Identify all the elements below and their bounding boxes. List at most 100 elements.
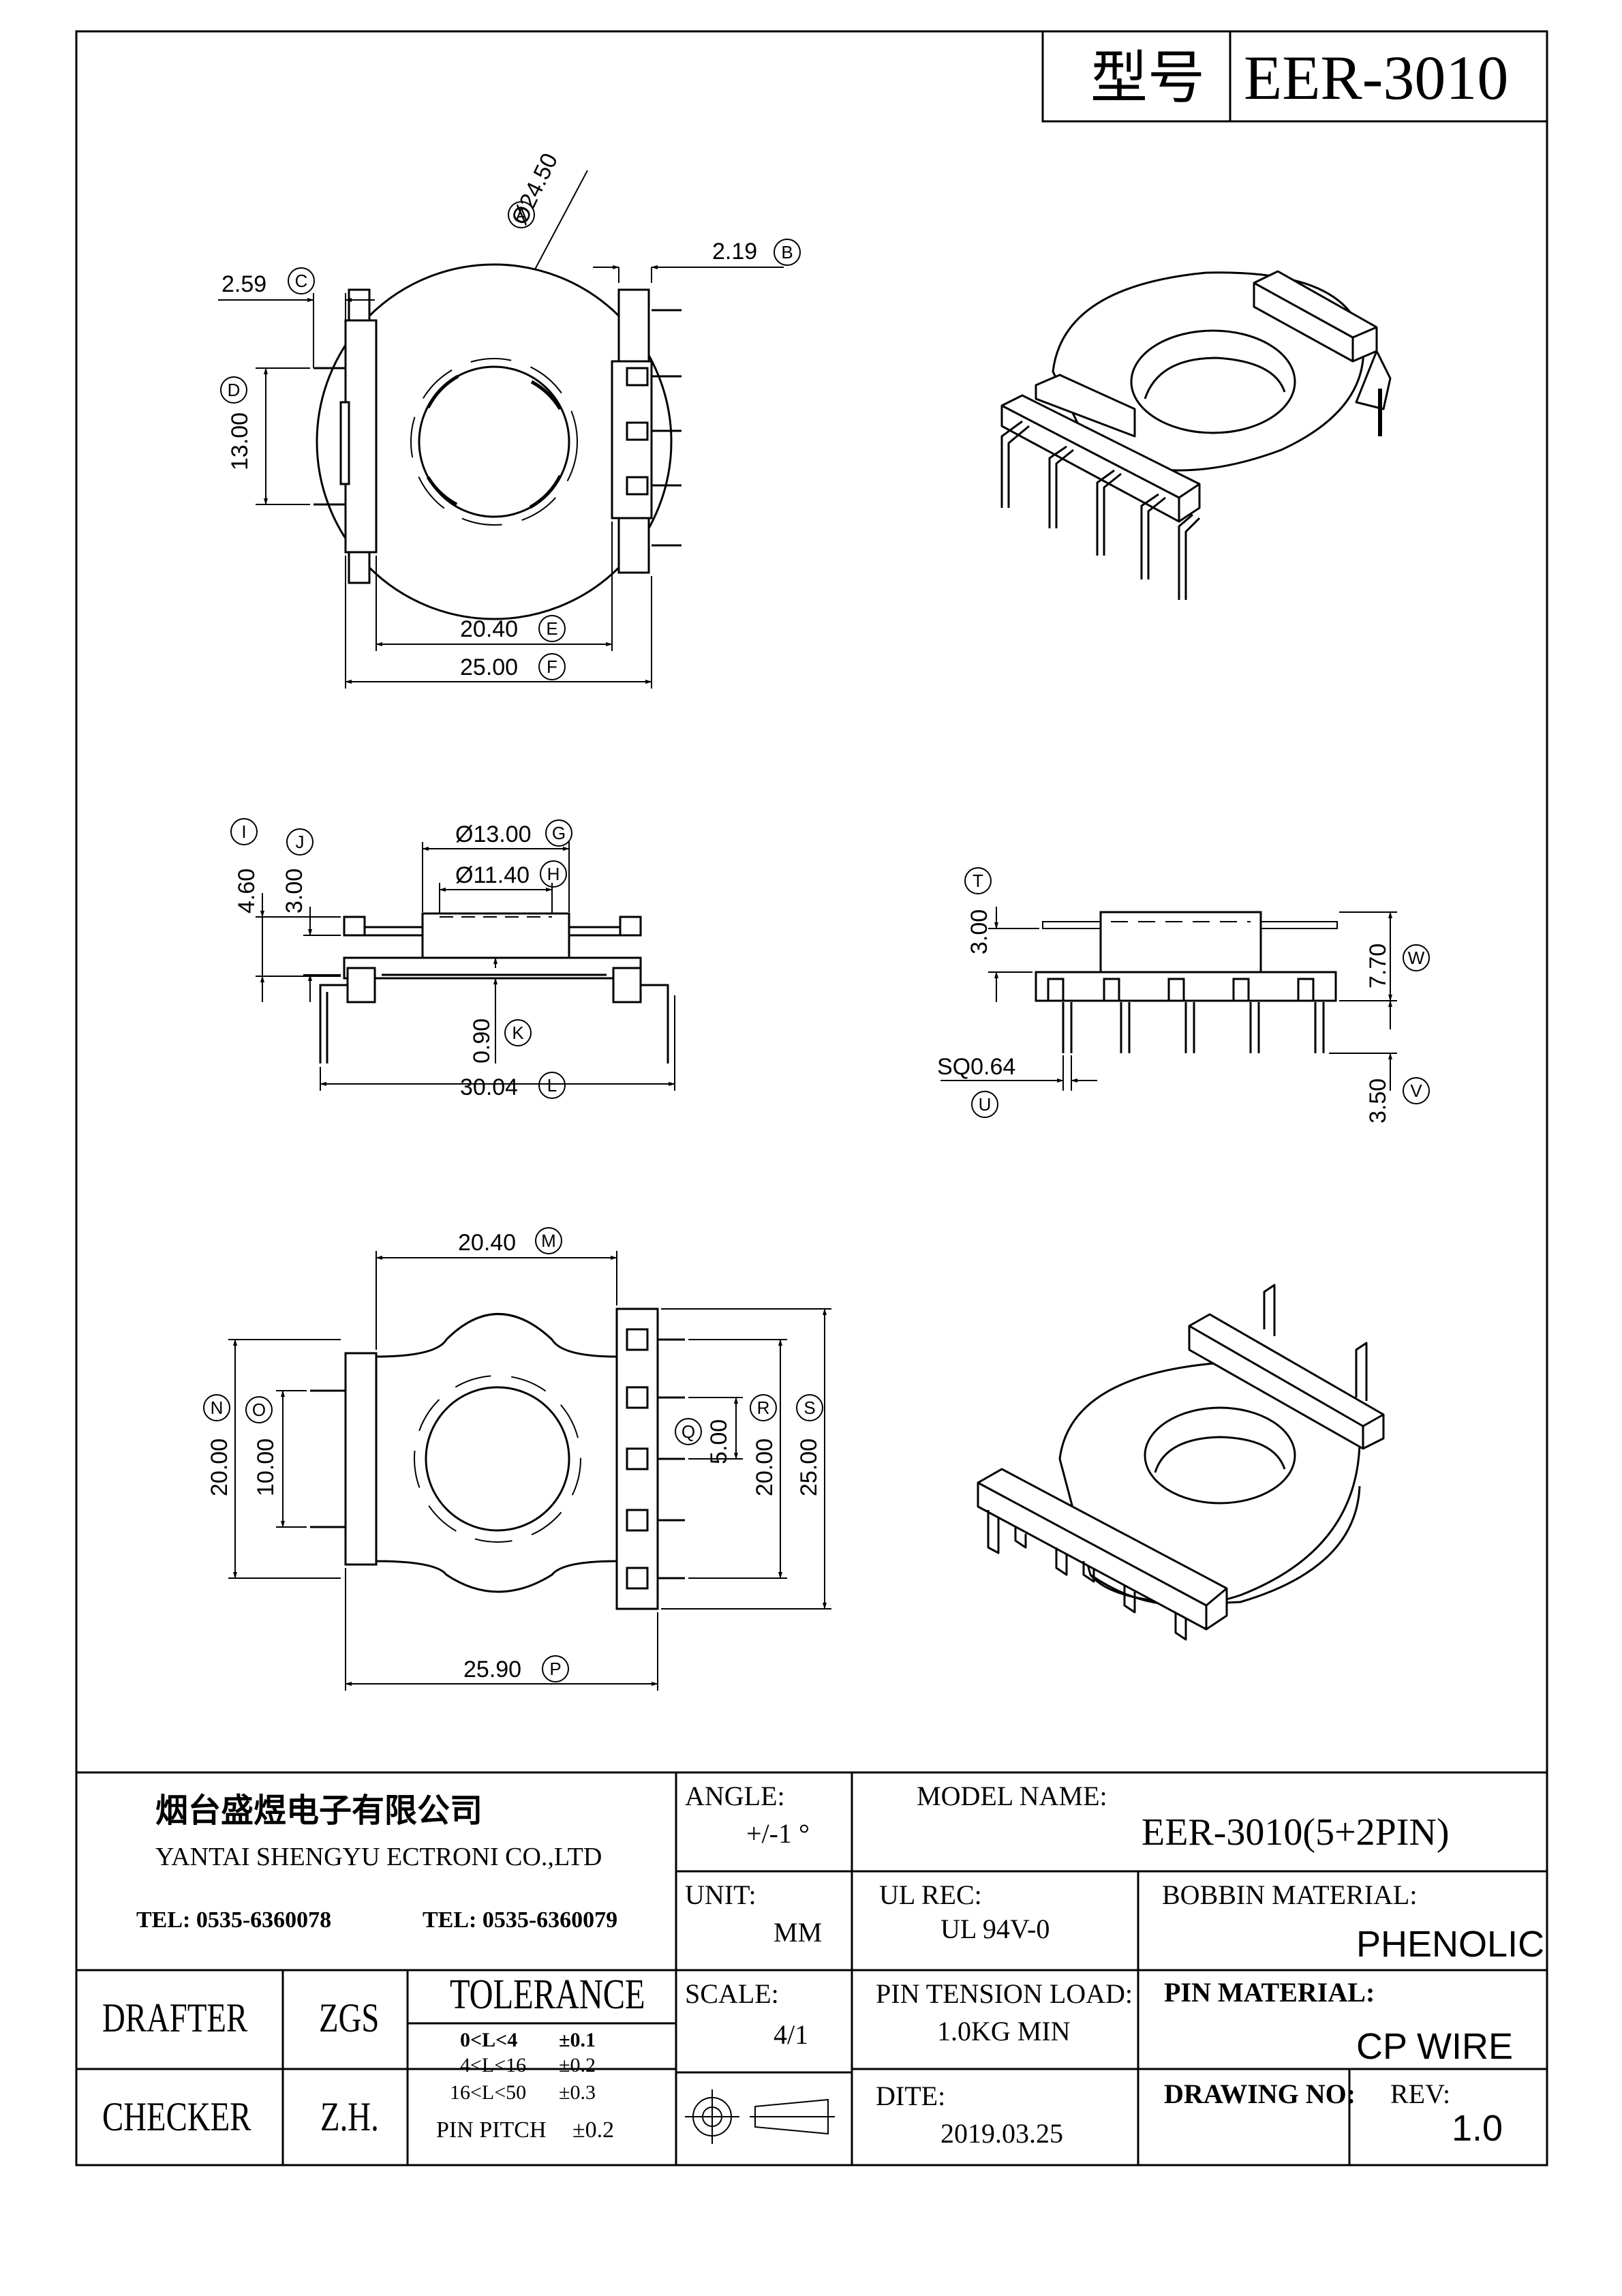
isometric-bottom-back-pins bbox=[1263, 1284, 1368, 1401]
tolerance-label: TOLERANCE bbox=[450, 1972, 645, 2018]
projection-symbol-icon bbox=[685, 2089, 835, 2144]
dim-o-label: 10.00 bbox=[253, 1438, 279, 1496]
dim-r-marker: R bbox=[750, 1394, 777, 1421]
dim-h-label: Ø11.40 bbox=[455, 862, 530, 888]
unit-value: MM bbox=[774, 1917, 823, 1948]
pin-pitch-value: ±0.2 bbox=[572, 2117, 615, 2143]
drafter-label: DRAFTER bbox=[102, 1995, 248, 2040]
dim-c-marker: C bbox=[288, 267, 315, 294]
front-view-dimensions bbox=[940, 907, 1397, 1091]
bobbin-material-label: BOBBIN MATERIAL: bbox=[1162, 1879, 1418, 1910]
dim-p-label: 25.90 bbox=[463, 1657, 522, 1682]
tolerance-range: 4<L<16 bbox=[460, 2054, 527, 2076]
dim-v-label: 3.50 bbox=[1365, 1078, 1391, 1123]
model-name-value: EER-3010(5+2PIN) bbox=[1142, 1811, 1450, 1854]
dim-f-marker: F bbox=[538, 653, 566, 680]
dim-d-label: 13.00 bbox=[227, 412, 253, 470]
side-view bbox=[319, 912, 669, 1063]
dim-l-label: 30.04 bbox=[460, 1074, 519, 1100]
dim-s-label: 25.00 bbox=[796, 1438, 822, 1496]
company-tel-2: TEL: 0535-6360079 bbox=[423, 1907, 618, 1933]
angle-value: +/-1 ° bbox=[746, 1818, 810, 1849]
date-label: DITE: bbox=[876, 2081, 946, 2111]
side-view-dimensions bbox=[256, 842, 675, 1091]
dim-v-marker: V bbox=[1403, 1077, 1430, 1104]
checker-value: Z.H. bbox=[320, 2094, 379, 2139]
sheet-border bbox=[75, 30, 1548, 2166]
drafter-value: ZGS bbox=[319, 1995, 380, 2040]
company-name-en: YANTAI SHENGYU ECTRONI CO.,LTD bbox=[155, 1843, 602, 1871]
rev-label: REV: bbox=[1390, 2079, 1451, 2109]
dim-e-marker: E bbox=[538, 615, 566, 642]
dim-i-marker: I bbox=[230, 818, 258, 845]
dim-o-marker: O bbox=[245, 1396, 273, 1423]
dim-t-label: 3.00 bbox=[966, 909, 992, 954]
model-name-label: MODEL NAME: bbox=[917, 1781, 1107, 1811]
drawing-no-label: DRAWING NO: bbox=[1164, 2079, 1356, 2109]
dim-m-marker: M bbox=[535, 1227, 562, 1254]
dim-e-label: 20.40 bbox=[460, 616, 519, 642]
dim-s-marker: S bbox=[796, 1394, 823, 1421]
dim-j-marker: J bbox=[286, 828, 313, 856]
dim-u-marker: U bbox=[971, 1091, 998, 1118]
dim-i-label: 4.60 bbox=[234, 868, 260, 913]
isometric-bottom-front-pins bbox=[987, 1510, 1187, 1641]
isometric-view-top bbox=[1000, 270, 1392, 600]
dim-l-marker: L bbox=[538, 1072, 566, 1099]
top-view-dimensions bbox=[218, 170, 784, 689]
tolerance-value: ±0.3 bbox=[559, 2081, 596, 2104]
ul-rec-label: UL REC: bbox=[879, 1879, 982, 1910]
dim-b-label: 2.19 bbox=[712, 239, 758, 265]
dim-d-marker: D bbox=[220, 376, 247, 404]
model-box-label: 型号 bbox=[1090, 44, 1206, 111]
dim-u-label: SQ0.64 bbox=[937, 1054, 1016, 1080]
dim-r-label: 20.00 bbox=[752, 1438, 778, 1496]
angle-label: ANGLE: bbox=[685, 1781, 785, 1811]
isometric-view-bottom bbox=[977, 1284, 1385, 1641]
tolerance-value: ±0.2 bbox=[559, 2054, 596, 2076]
dim-j-label: 3.00 bbox=[281, 868, 307, 913]
unit-label: UNIT: bbox=[685, 1879, 756, 1910]
dim-q-marker: Q bbox=[675, 1418, 702, 1445]
dim-g-marker: G bbox=[545, 819, 572, 847]
dim-t-marker: T bbox=[964, 867, 992, 894]
model-box-value: EER-3010 bbox=[1244, 43, 1509, 112]
pin-material-value: CP WIRE bbox=[1356, 2026, 1514, 2067]
checker-label: CHECKER bbox=[102, 2094, 251, 2139]
model-box bbox=[1041, 30, 1548, 123]
dim-b-marker: B bbox=[774, 239, 801, 266]
scale-value: 4/1 bbox=[774, 2019, 809, 2050]
tolerance-value: ±0.1 bbox=[559, 2029, 596, 2051]
bottom-view-dimensions bbox=[228, 1251, 831, 1691]
dim-n-marker: N bbox=[203, 1394, 230, 1421]
tolerance-range: 0<L<4 bbox=[460, 2029, 518, 2051]
pin-material-label: PIN MATERIAL: bbox=[1164, 1977, 1375, 2008]
pin-pitch-label: PIN PITCH bbox=[436, 2117, 547, 2143]
company-tel-1: TEL: 0535-6360078 bbox=[136, 1907, 332, 1933]
dim-p-marker: P bbox=[542, 1655, 569, 1682]
front-view-pins bbox=[1047, 978, 1325, 1053]
bottom-view bbox=[310, 1308, 685, 1610]
dim-w-marker: W bbox=[1403, 944, 1430, 971]
dim-q-label: 5.00 bbox=[706, 1419, 732, 1464]
bobbin-material-value: PHENOLIC bbox=[1356, 1924, 1545, 1965]
dim-w-label: 7.70 bbox=[1365, 943, 1391, 988]
pin-tension-value: 1.0KG MIN bbox=[937, 2016, 1071, 2046]
date-value: 2019.03.25 bbox=[940, 2118, 1063, 2149]
dim-m-label: 20.40 bbox=[458, 1230, 517, 1256]
tolerance-range: 16<L<50 bbox=[450, 2081, 527, 2104]
dim-n-label: 20.00 bbox=[206, 1438, 232, 1496]
dim-g-label: Ø13.00 bbox=[455, 821, 532, 847]
dim-c-label: 2.59 bbox=[221, 271, 267, 297]
dim-k-label: 0.90 bbox=[469, 1018, 495, 1063]
ul-rec-value: UL 94V-0 bbox=[940, 1914, 1050, 1944]
isometric-top-pins bbox=[1000, 420, 1201, 600]
dim-f-label: 25.00 bbox=[460, 654, 519, 680]
top-view bbox=[313, 263, 682, 620]
company-name-cn: 烟台盛煜电子有限公司 bbox=[155, 1792, 483, 1830]
title-block-grid bbox=[76, 1771, 1547, 2165]
pin-tension-label: PIN TENSION LOAD: bbox=[876, 1978, 1133, 2009]
rev-value: 1.0 bbox=[1452, 2108, 1503, 2149]
scale-label: SCALE: bbox=[685, 1978, 779, 2009]
